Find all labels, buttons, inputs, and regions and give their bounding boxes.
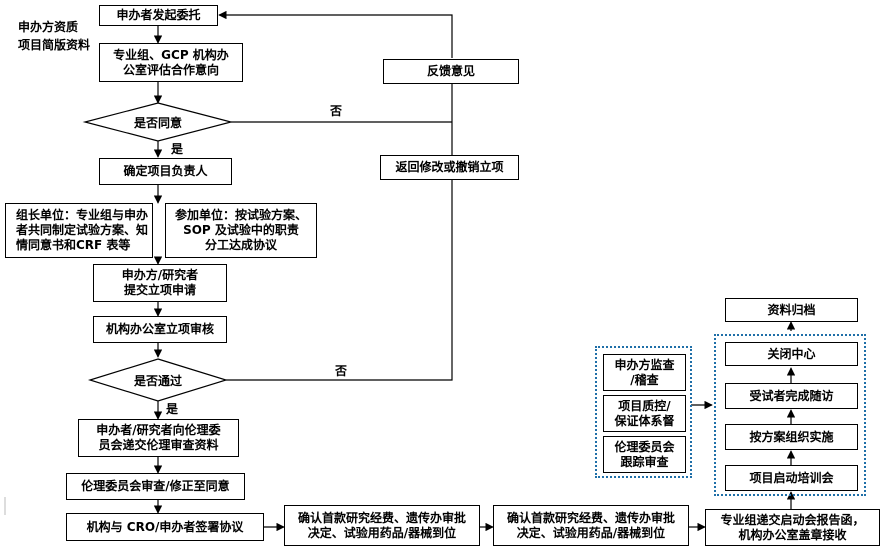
box-close-center: 关闭中心 — [725, 342, 858, 366]
decision-diamond-agree — [82, 102, 234, 142]
box-qc-system: 项目质控/ 保证体系督 — [603, 395, 686, 432]
box-archive: 资料归档 — [725, 298, 858, 322]
box-submit-application: 申办方/研究者 提交立项申请 — [93, 264, 227, 302]
no-line-pass — [226, 180, 453, 381]
decision-agree-label: 是否同意 — [133, 115, 182, 130]
box-implement: 按方案组织实施 — [725, 424, 858, 450]
box-participant-unit: 参加单位：按试验方案、 SOP 及试验中的职责 分工达成协议 — [165, 203, 317, 258]
box-confirm-1: 确认首款研究经费、遗传办审批 决定、试验用药品/器械到位 — [284, 505, 480, 546]
arrow-feedback-to-initiate — [218, 10, 453, 58]
box-kickoff-training: 项目启动培训会 — [725, 465, 858, 491]
box-report-letter: 专业组递交启动会报告函， 机构办公室盖章接收 — [705, 509, 880, 546]
box-assign-pi: 确定项目负责人 — [99, 158, 232, 185]
box-follow-up: 受试者完成随访 — [725, 383, 858, 409]
box-sign-agreement: 机构与 CRO/申办者签署协议 — [66, 513, 264, 541]
box-sponsor-monitor: 申办方监查 /稽查 — [603, 354, 686, 391]
execution-group — [714, 334, 866, 496]
box-confirm-2: 确认首款研究经费、遗传办审批 决定、试验用药品/器械到位 — [493, 505, 689, 546]
decision-pass-label: 是否通过 — [133, 373, 182, 388]
left-note: 申办方资质 项目简版资料 — [18, 20, 91, 52]
label-no-1: 否 — [330, 104, 343, 118]
box-feedback: 反馈意见 — [383, 59, 519, 84]
decision-diamond-pass — [87, 358, 229, 402]
box-ethics-review: 伦理委员会审查/修正至同意 — [66, 473, 245, 500]
label-yes-2: 是 — [166, 402, 179, 416]
box-lead-unit: 组长单位：专业组与申办 者共同制定试验方案、知 情同意书和CRF 表等 — [5, 203, 153, 258]
box-return-modify: 返回修改或撤销立项 — [380, 155, 519, 180]
box-submit-ethics: 申办者/研究者向伦理委 员会递交伦理审查资料 — [78, 419, 239, 457]
label-yes-1: 是 — [171, 142, 184, 156]
box-evaluate: 专业组、GCP 机构办 公室评估合作意向 — [99, 43, 243, 82]
oversight-group — [595, 346, 692, 478]
box-initiate: 申办者发起委托 — [99, 5, 218, 26]
box-ethics-track: 伦理委员会 跟踪审查 — [603, 436, 686, 473]
box-office-review: 机构办公室立项审核 — [93, 316, 227, 343]
label-no-2: 否 — [335, 364, 348, 378]
